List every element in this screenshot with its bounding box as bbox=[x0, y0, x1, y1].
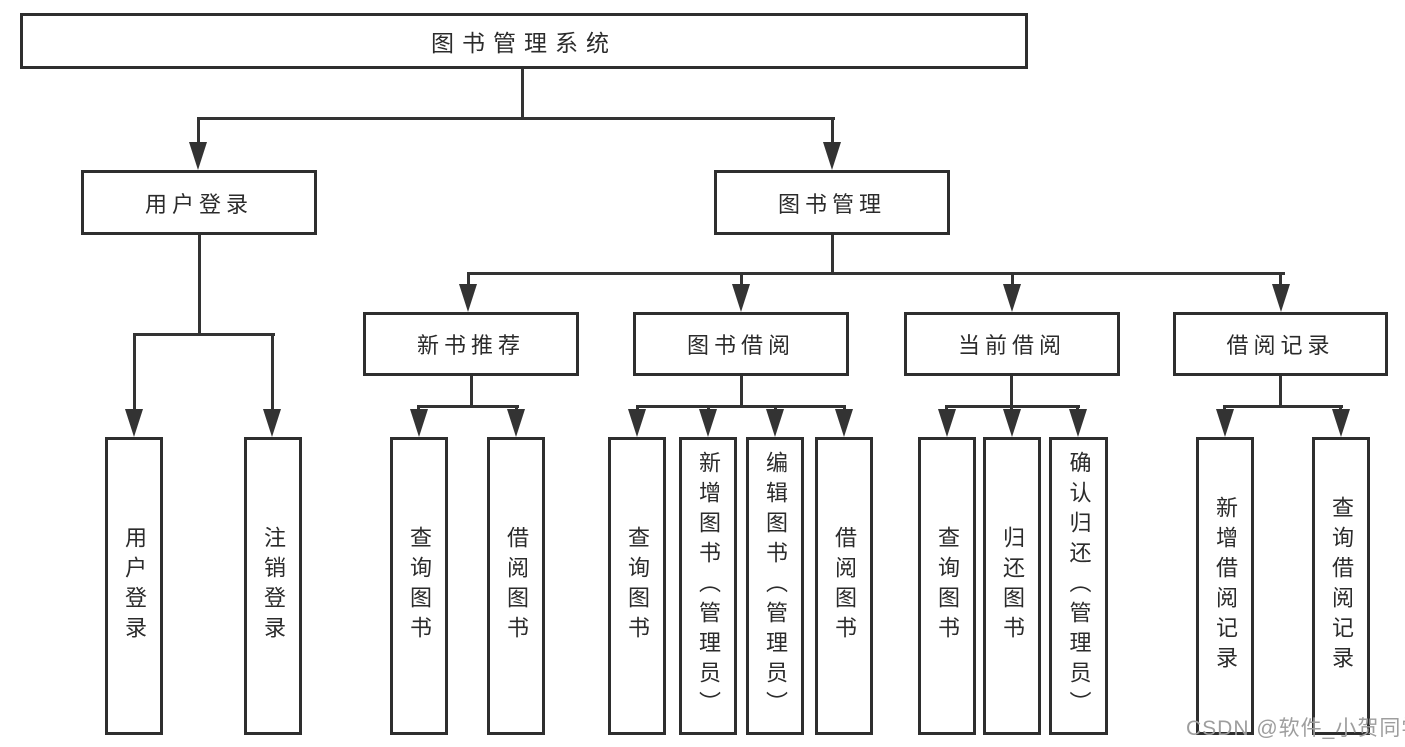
arrowhead-new-book-recommend bbox=[459, 284, 477, 312]
connector-borrow-record-rail bbox=[1223, 405, 1343, 408]
connector-mid-drop bbox=[467, 272, 470, 286]
node-new-book-recommend: 新书推荐 bbox=[363, 312, 579, 376]
arrowhead-leaf bbox=[507, 409, 525, 437]
connector-mid-drop bbox=[1279, 272, 1282, 286]
connector-new-book-stem bbox=[470, 376, 473, 405]
arrowhead-leaf bbox=[263, 409, 281, 437]
arrowhead-borrow-record bbox=[1272, 284, 1290, 312]
node-borrow-record: 借阅记录 bbox=[1173, 312, 1388, 376]
leaf-user-login: 用户登录 bbox=[105, 437, 163, 735]
connector-leaf-drop bbox=[271, 333, 274, 409]
node-book-management: 图书管理 bbox=[714, 170, 950, 235]
arrowhead-leaf bbox=[1069, 409, 1087, 437]
leaf-edit-book-admin: 编辑图书（管理员） bbox=[746, 437, 804, 735]
arrowhead-book-mgmt bbox=[823, 142, 841, 170]
arrowhead-leaf bbox=[835, 409, 853, 437]
connector-book-mgmt-drop bbox=[831, 117, 834, 147]
node-user-login: 用户登录 bbox=[81, 170, 317, 235]
connector-current-borrow-stem bbox=[1010, 376, 1013, 405]
arrowhead-leaf bbox=[938, 409, 956, 437]
connector-new-book-rail bbox=[417, 405, 519, 408]
arrowhead-leaf bbox=[1003, 409, 1021, 437]
connector-leaf-drop bbox=[133, 333, 136, 409]
arrowhead-leaf bbox=[766, 409, 784, 437]
leaf-add-borrow-record: 新增借阅记录 bbox=[1196, 437, 1254, 735]
leaf-query-book: 查询图书 bbox=[608, 437, 666, 735]
arrowhead-leaf bbox=[1332, 409, 1350, 437]
node-book-borrow: 图书借阅 bbox=[633, 312, 849, 376]
arrowhead-leaf bbox=[125, 409, 143, 437]
arrowhead-leaf bbox=[699, 409, 717, 437]
arrowhead-user-login bbox=[189, 142, 207, 170]
connector-root-rail bbox=[197, 117, 835, 120]
node-library-management-system: 图书管理系统 bbox=[20, 13, 1028, 69]
arrowhead-current-borrow bbox=[1003, 284, 1021, 312]
leaf-confirm-return-admin: 确认归还（管理员） bbox=[1049, 437, 1108, 735]
leaf-query-book: 查询图书 bbox=[918, 437, 976, 735]
node-current-borrow: 当前借阅 bbox=[904, 312, 1120, 376]
connector-book-mgmt-rail bbox=[467, 272, 1285, 275]
leaf-borrow-book: 借阅图书 bbox=[815, 437, 873, 735]
leaf-borrow-book: 借阅图书 bbox=[487, 437, 545, 735]
leaf-logout: 注销登录 bbox=[244, 437, 302, 735]
arrowhead-book-borrow bbox=[732, 284, 750, 312]
leaf-add-book-admin: 新增图书（管理员） bbox=[679, 437, 737, 735]
connector-user-login-stem bbox=[198, 235, 201, 335]
arrowhead-leaf bbox=[410, 409, 428, 437]
arrowhead-leaf bbox=[628, 409, 646, 437]
connector-book-borrow-rail bbox=[636, 405, 846, 408]
connector-mid-drop bbox=[740, 272, 743, 286]
arrowhead-leaf bbox=[1216, 409, 1234, 437]
connector-book-mgmt-stem bbox=[831, 235, 834, 274]
leaf-query-book: 查询图书 bbox=[390, 437, 448, 735]
connector-user-login-drop bbox=[197, 117, 200, 147]
connector-user-login-rail bbox=[133, 333, 275, 336]
leaf-query-borrow-record: 查询借阅记录 bbox=[1312, 437, 1370, 735]
csdn-watermark: CSDN @软件_小贺同学 bbox=[1186, 717, 1405, 740]
connector-root-drop bbox=[521, 69, 524, 119]
leaf-return-book: 归还图书 bbox=[983, 437, 1041, 735]
connector-mid-drop bbox=[1011, 272, 1014, 286]
connector-book-borrow-stem bbox=[740, 376, 743, 405]
connector-borrow-record-stem bbox=[1279, 376, 1282, 405]
